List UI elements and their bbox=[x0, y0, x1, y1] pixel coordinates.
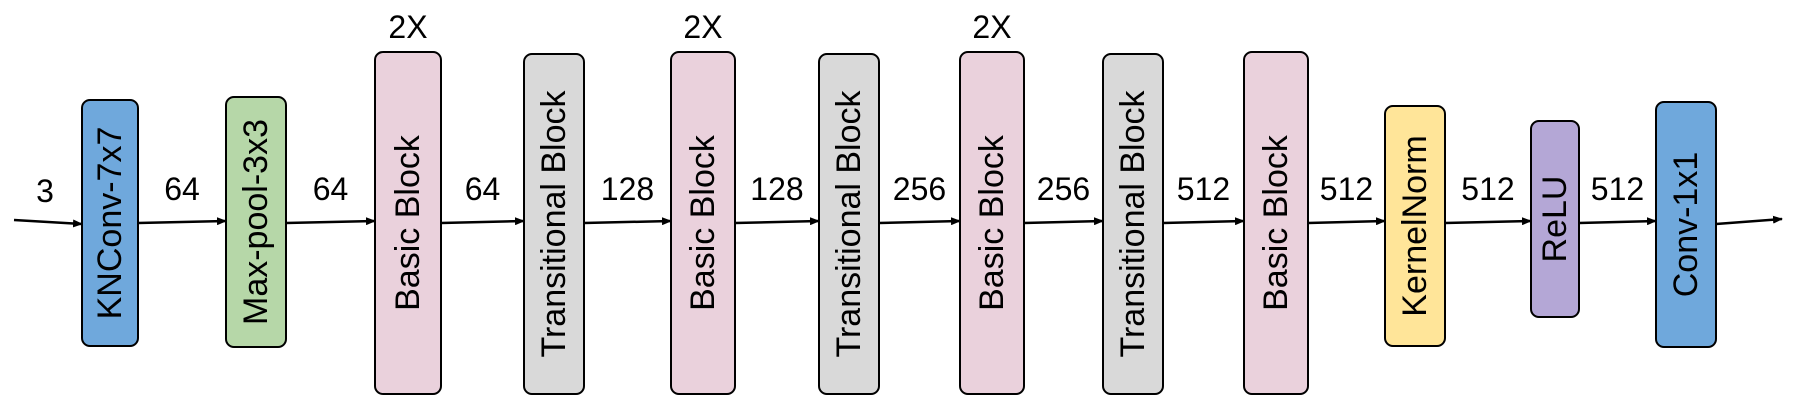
edge-arrow-2 bbox=[285, 217, 376, 226]
edge-channels-label: 256 bbox=[893, 171, 946, 207]
block-box bbox=[1384, 105, 1446, 347]
block-label: ReLU bbox=[1536, 176, 1574, 263]
block-label: Conv-1x1 bbox=[1667, 152, 1705, 298]
edge-channels-label: 128 bbox=[750, 171, 803, 207]
block-box bbox=[818, 53, 880, 395]
block-conv-1x1-12: Conv-1x1 bbox=[1655, 101, 1717, 348]
edge-channels-label: 512 bbox=[1177, 171, 1230, 207]
block-label: Transitional Block bbox=[535, 89, 573, 357]
edge-arrow-1 bbox=[137, 217, 227, 226]
block-transitional-block-4: Transitional Block bbox=[523, 53, 585, 395]
block-box bbox=[523, 53, 585, 395]
block-box bbox=[1102, 53, 1164, 395]
block-transitional-block-6: Transitional Block bbox=[818, 53, 880, 395]
edge-arrow-7 bbox=[1023, 217, 1104, 226]
block-box bbox=[670, 51, 736, 395]
block-relu-11: ReLU bbox=[1530, 120, 1580, 318]
edge-arrow-5 bbox=[734, 217, 820, 226]
block-basic-block-3: Basic Block 2X bbox=[374, 9, 442, 395]
edge-channels-label: 64 bbox=[164, 171, 200, 207]
block-box bbox=[959, 51, 1025, 395]
edge-channels-label: 512 bbox=[1591, 171, 1644, 207]
repeat-count-label: 2X bbox=[388, 9, 427, 45]
block-basic-block-9: Basic Block bbox=[1243, 51, 1309, 395]
block-knconv-7x7-1: KNConv-7x7 bbox=[81, 99, 139, 347]
output-arrow bbox=[1715, 215, 1783, 226]
repeat-count-label: 2X bbox=[972, 9, 1011, 45]
edge-arrow-6 bbox=[878, 217, 961, 226]
edge-channels-label: 64 bbox=[313, 171, 349, 207]
block-basic-block-5: Basic Block 2X bbox=[670, 9, 736, 395]
block-label: Max-pool-3x3 bbox=[237, 119, 275, 325]
edge-arrow-9 bbox=[1307, 217, 1386, 226]
block-label: Basic Block bbox=[389, 134, 427, 311]
edge-channels-label: 512 bbox=[1461, 171, 1514, 207]
block-label: Transitional Block bbox=[1114, 89, 1152, 357]
block-box bbox=[225, 96, 287, 348]
block-max-pool-3x3-2: Max-pool-3x3 bbox=[225, 96, 287, 348]
block-label: Basic Block bbox=[973, 134, 1011, 311]
edge-arrow-3 bbox=[440, 217, 525, 226]
input-arrow bbox=[13, 218, 83, 228]
edge-arrow-10 bbox=[1444, 217, 1532, 226]
block-box bbox=[1530, 120, 1580, 318]
edge-channels-label: 256 bbox=[1037, 171, 1090, 207]
block-box bbox=[1655, 101, 1717, 348]
edge-arrow-11 bbox=[1578, 217, 1657, 226]
block-label: KernelNorm bbox=[1396, 135, 1434, 316]
block-label: Transitional Block bbox=[830, 89, 868, 357]
block-kernelnorm-10: KernelNorm bbox=[1384, 105, 1446, 347]
block-transitional-block-8: Transitional Block bbox=[1102, 53, 1164, 395]
edge-arrow-4 bbox=[583, 217, 672, 226]
block-label: Basic Block bbox=[684, 134, 722, 311]
block-basic-block-7: Basic Block 2X bbox=[959, 9, 1025, 395]
block-label: Basic Block bbox=[1257, 134, 1295, 311]
repeat-count-label: 2X bbox=[683, 9, 722, 45]
edge-arrow-8 bbox=[1162, 217, 1245, 226]
block-box bbox=[1243, 51, 1309, 395]
block-box bbox=[81, 99, 139, 347]
edge-channels-label: 512 bbox=[1320, 171, 1373, 207]
input-channels-label: 3 bbox=[36, 173, 54, 209]
edge-channels-label: 128 bbox=[601, 171, 654, 207]
edge-channels-label: 64 bbox=[465, 171, 501, 207]
block-label: KNConv-7x7 bbox=[91, 127, 129, 320]
block-box bbox=[374, 51, 442, 395]
